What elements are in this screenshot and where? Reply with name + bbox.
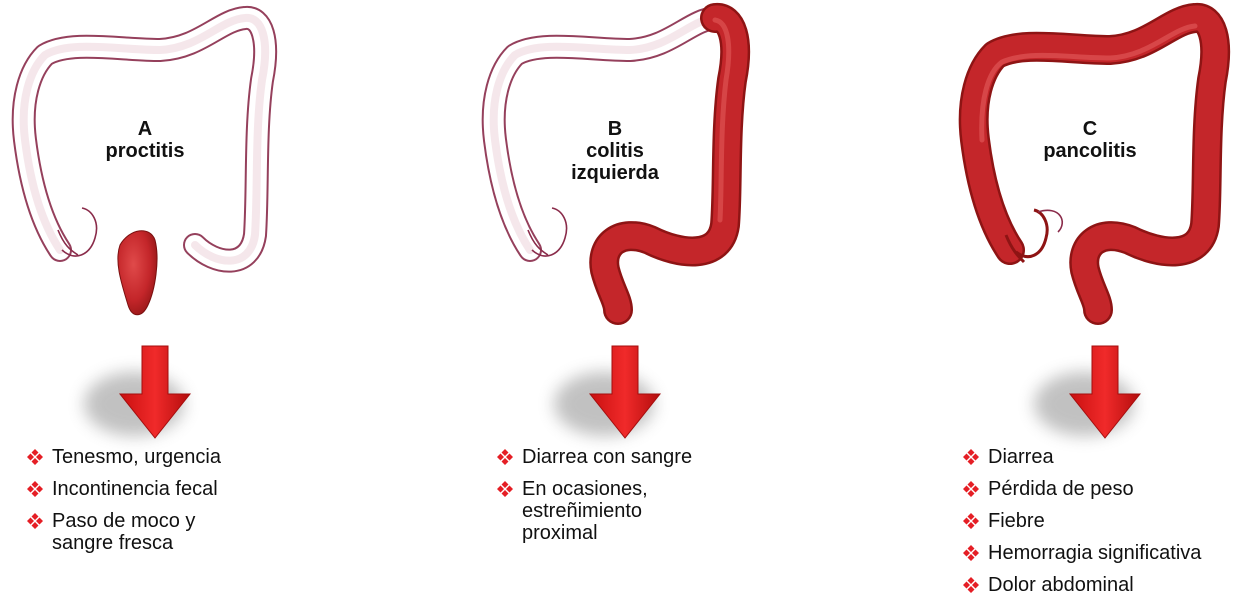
panel-title: proctitis xyxy=(105,140,185,162)
panel-letter: B xyxy=(555,118,675,140)
list-item: Incontinencia fecal xyxy=(26,478,286,500)
list-item: Paso de moco y sangre fresca xyxy=(26,510,242,554)
symptom-text: Diarrea con sangre xyxy=(522,446,692,468)
symptom-text: Diarrea xyxy=(988,446,1054,468)
four-diamond-bullet-icon xyxy=(962,480,980,498)
four-diamond-bullet-icon xyxy=(962,576,980,594)
symptom-list-proctitis: Tenesmo, urgencia Incontinencia fecal Pa… xyxy=(26,446,286,564)
down-arrow-icon xyxy=(534,342,684,452)
symptom-text: En ocasiones, estreñimiento proximal xyxy=(522,478,648,544)
panel-pancolitis: C pancolitis Diarrea Pérdida de peso Fie… xyxy=(950,0,1251,615)
four-diamond-bullet-icon xyxy=(26,480,44,498)
list-item: En ocasiones, estreñimiento proximal xyxy=(496,478,697,544)
colon-illustration-proctitis xyxy=(0,0,360,340)
panel-letter: A xyxy=(105,118,185,140)
four-diamond-bullet-icon xyxy=(496,448,514,466)
down-arrow-icon xyxy=(64,342,214,452)
panel-left-colitis: B colitis izquierda Diarrea con sangre E… xyxy=(470,0,830,615)
panel-label: B colitis izquierda xyxy=(555,118,675,184)
list-item: Diarrea xyxy=(962,446,1251,468)
list-item: Diarrea con sangre xyxy=(496,446,756,468)
panel-proctitis: A proctitis Tenesmo, urgencia Incontinen… xyxy=(0,0,360,615)
panel-title-line: izquierda xyxy=(555,162,675,184)
list-item: Dolor abdominal xyxy=(962,574,1251,596)
colon-illustration-pancolitis xyxy=(950,0,1251,340)
symptom-text: Dolor abdominal xyxy=(988,574,1134,596)
four-diamond-bullet-icon xyxy=(962,512,980,530)
list-item: Pérdida de peso xyxy=(962,478,1251,500)
symptom-text: Hemorragia significativa xyxy=(988,542,1201,564)
symptom-list-pancolitis: Diarrea Pérdida de peso Fiebre Hemorragi… xyxy=(962,446,1251,606)
down-arrow-icon xyxy=(1014,342,1164,452)
four-diamond-bullet-icon xyxy=(26,448,44,466)
list-item: Tenesmo, urgencia xyxy=(26,446,286,468)
inflamed-rectum xyxy=(118,231,157,315)
symptom-text: Fiebre xyxy=(988,510,1045,532)
four-diamond-bullet-icon xyxy=(962,544,980,562)
four-diamond-bullet-icon xyxy=(962,448,980,466)
list-item: Hemorragia significativa xyxy=(962,542,1251,564)
list-item: Fiebre xyxy=(962,510,1251,532)
panel-letter: C xyxy=(1020,118,1160,140)
symptom-text: Incontinencia fecal xyxy=(52,478,218,500)
panel-label: C pancolitis xyxy=(1020,118,1160,162)
panel-title-line: colitis xyxy=(555,140,675,162)
four-diamond-bullet-icon xyxy=(496,480,514,498)
panel-label: A proctitis xyxy=(105,118,185,162)
symptom-text: Pérdida de peso xyxy=(988,478,1134,500)
symptom-text: Tenesmo, urgencia xyxy=(52,446,221,468)
panel-title: pancolitis xyxy=(1020,140,1160,162)
symptom-list-left-colitis: Diarrea con sangre En ocasiones, estreñi… xyxy=(496,446,756,554)
four-diamond-bullet-icon xyxy=(26,512,44,530)
symptom-text: Paso de moco y sangre fresca xyxy=(52,510,195,554)
